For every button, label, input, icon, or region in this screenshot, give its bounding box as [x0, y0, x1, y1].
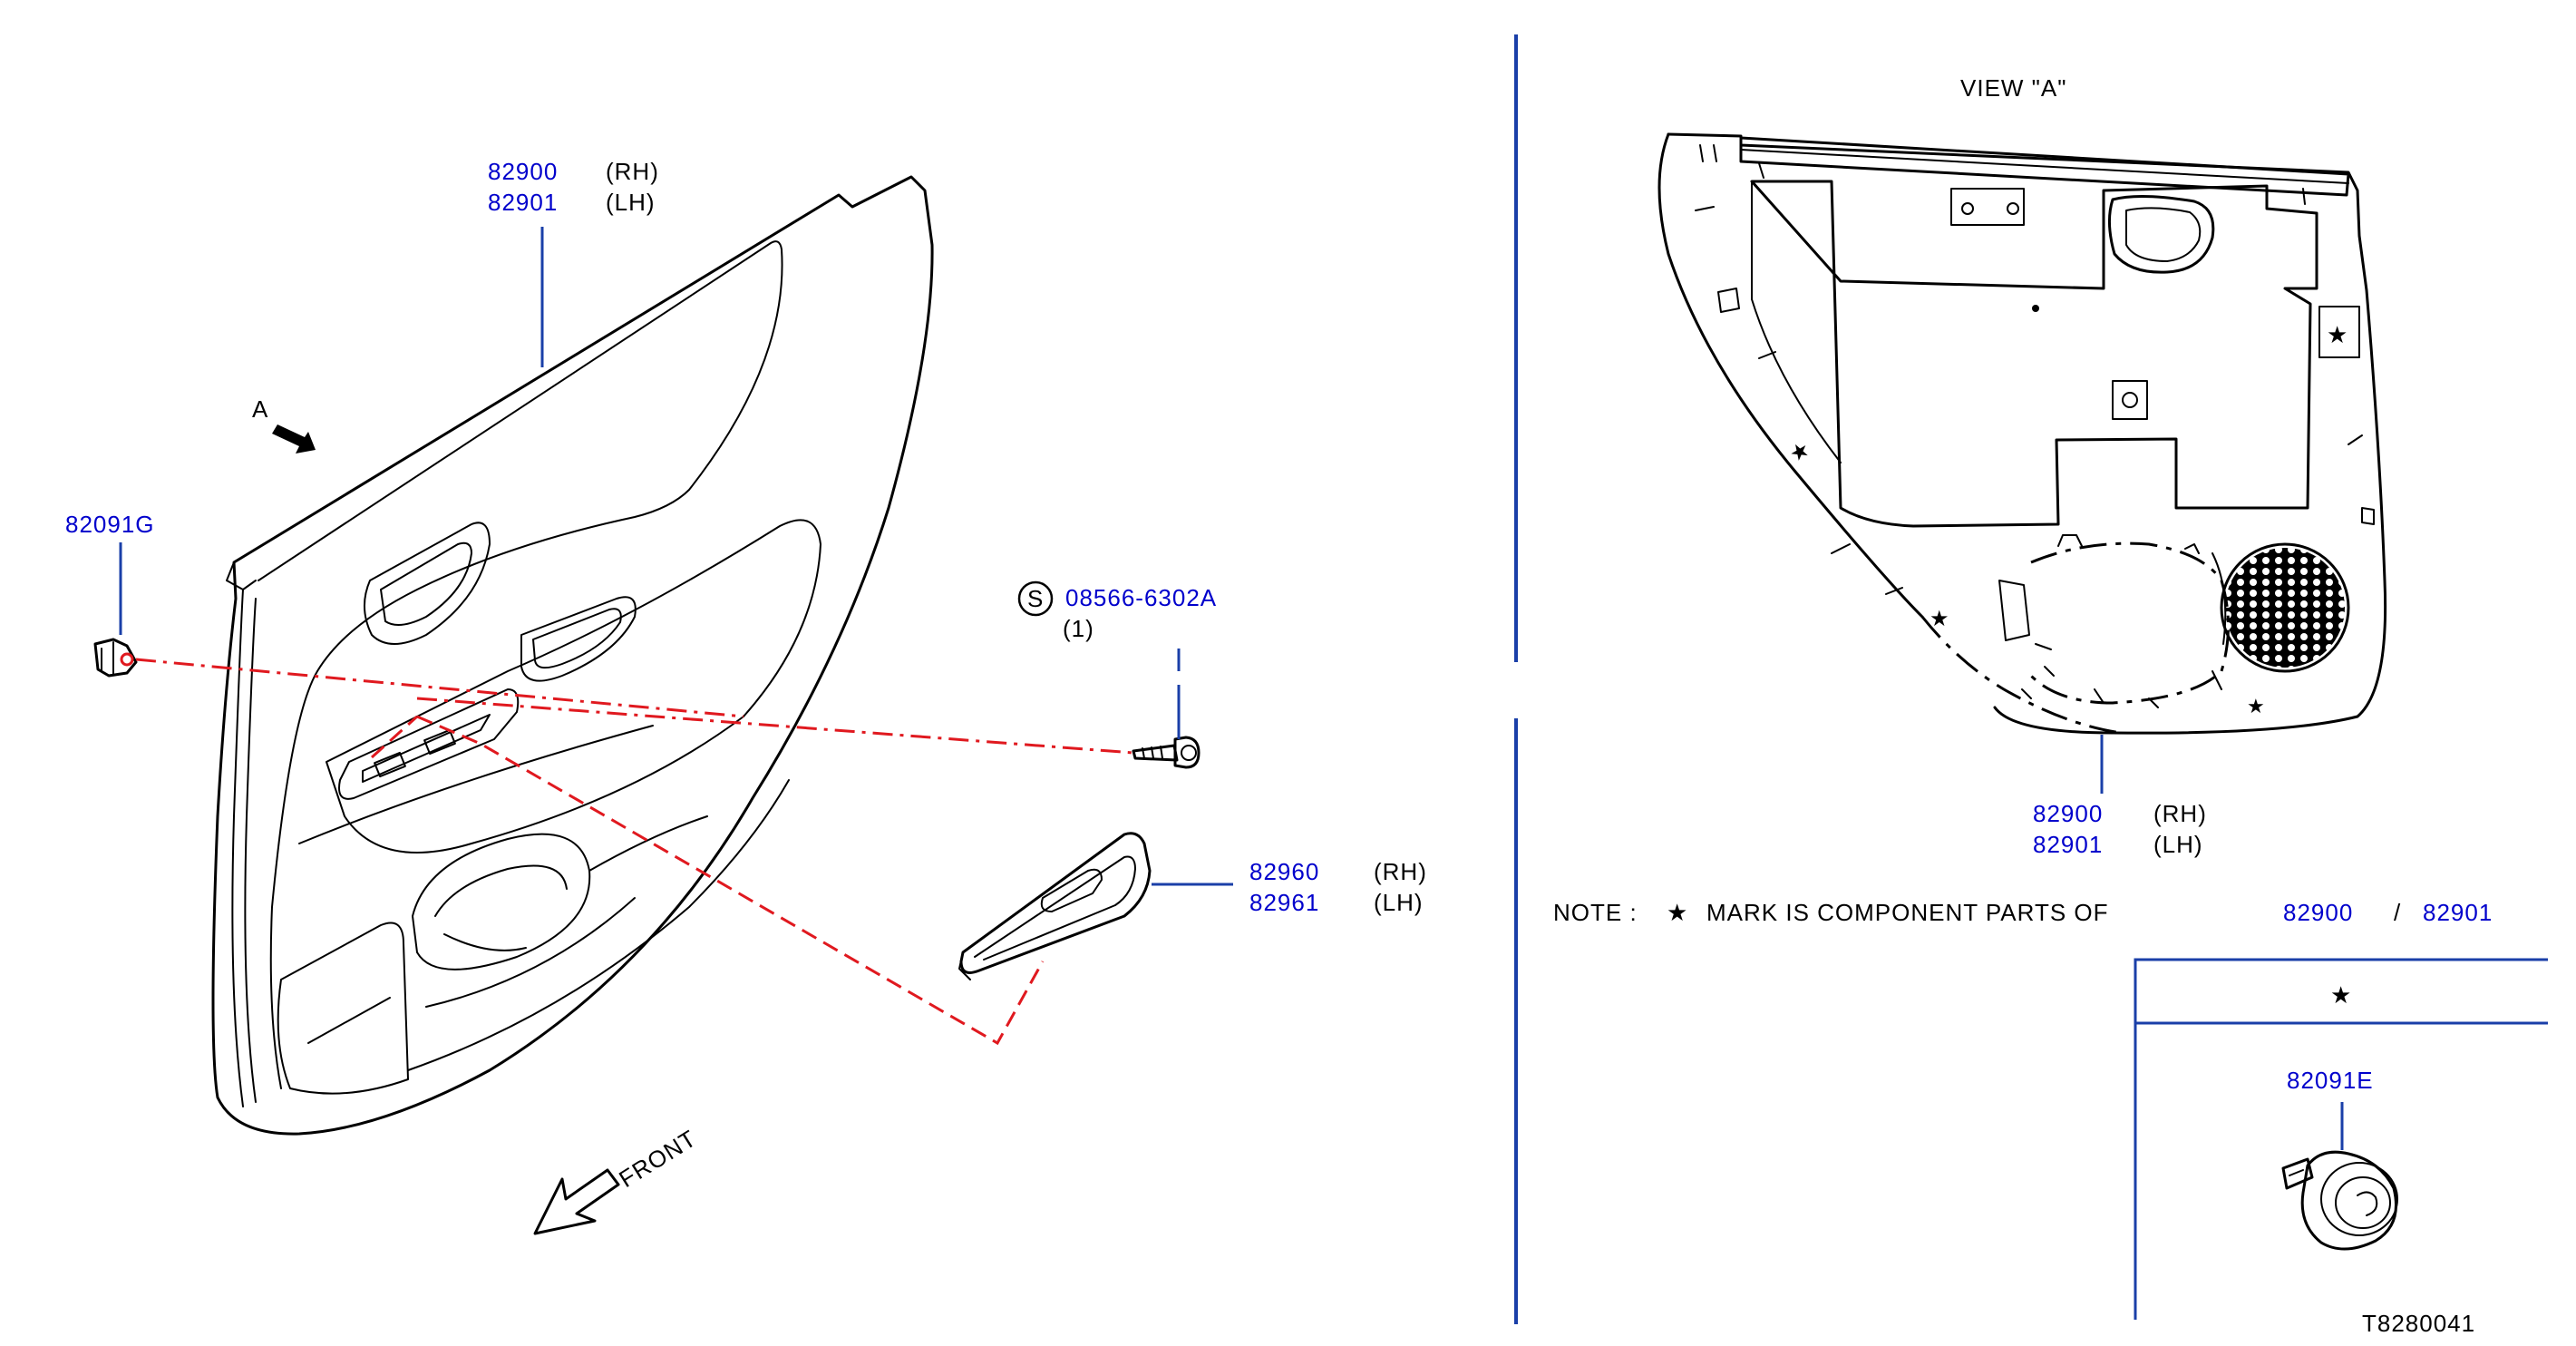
- part-number-82900-right: 82900: [2033, 800, 2103, 827]
- view-arrow-label: A: [252, 395, 268, 423]
- lh-label-left: (LH): [606, 189, 656, 216]
- reference-lines: [135, 658, 1134, 1046]
- lh-label-finisher: (LH): [1374, 889, 1424, 916]
- star-icon-left-2: ★: [1930, 607, 1949, 631]
- clip-82091g: [93, 638, 138, 678]
- part-number-82900-left: 82900: [488, 158, 558, 185]
- part-number-08566-6302a: 08566-6302A: [1065, 584, 1217, 611]
- screw-08566-6302a: [1132, 736, 1201, 769]
- note-prefix: NOTE :: [1553, 899, 1638, 926]
- part-number-82961: 82961: [1249, 889, 1319, 916]
- part-number-82091g: 82091G: [65, 511, 155, 538]
- star-icon-bottom: ★: [2247, 695, 2265, 717]
- table-header-star-icon: ★: [2330, 981, 2352, 1009]
- front-arrow: FRONT: [533, 1125, 701, 1235]
- screw-quantity: (1): [1063, 615, 1094, 642]
- door-trim-panel: [211, 175, 934, 1136]
- diagram-code: T8280041: [2362, 1310, 2475, 1337]
- finisher-82960: [958, 832, 1152, 980]
- view-arrow-a: A: [252, 395, 316, 454]
- screw-symbol-circle: [1017, 580, 1054, 617]
- lh-label-right: (LH): [2153, 831, 2203, 858]
- right-labels: 82900 82901 (RH) (LH) NOTE : ★ MARK IS C…: [1553, 800, 2493, 926]
- rh-label-finisher: (RH): [1374, 858, 1427, 885]
- component-table: ★ 82091E: [2134, 958, 2548, 1320]
- note-star-icon: ★: [1667, 899, 1688, 926]
- note-text: MARK IS COMPONENT PARTS OF: [1706, 899, 2109, 926]
- leader-lines-left: [119, 227, 1233, 886]
- note-part-82901: 82901: [2423, 899, 2493, 926]
- speaker-grille: [2220, 542, 2350, 673]
- rh-label-left: (RH): [606, 158, 659, 185]
- star-icon-right-bracket: ★: [2327, 321, 2348, 348]
- rh-label-right: (RH): [2153, 800, 2207, 827]
- screw-symbol: S: [1027, 585, 1044, 612]
- part-number-82901-right: 82901: [2033, 831, 2103, 858]
- view-a-panel-back: ★ ★ ★ ★: [1657, 132, 2387, 735]
- note-slash: /: [2394, 899, 2401, 926]
- note-part-82900: 82900: [2283, 899, 2353, 926]
- left-labels: 82900 82901 (RH) (LH) 82091G S 08566-630…: [65, 158, 1427, 916]
- part-number-82960: 82960: [1249, 858, 1319, 885]
- clip-82091e: [2281, 1150, 2398, 1251]
- front-label: FRONT: [614, 1125, 701, 1194]
- view-a-title: VIEW "A": [1960, 74, 2066, 102]
- part-number-82091e: 82091E: [2287, 1067, 2374, 1094]
- part-number-82901-left: 82901: [488, 189, 558, 216]
